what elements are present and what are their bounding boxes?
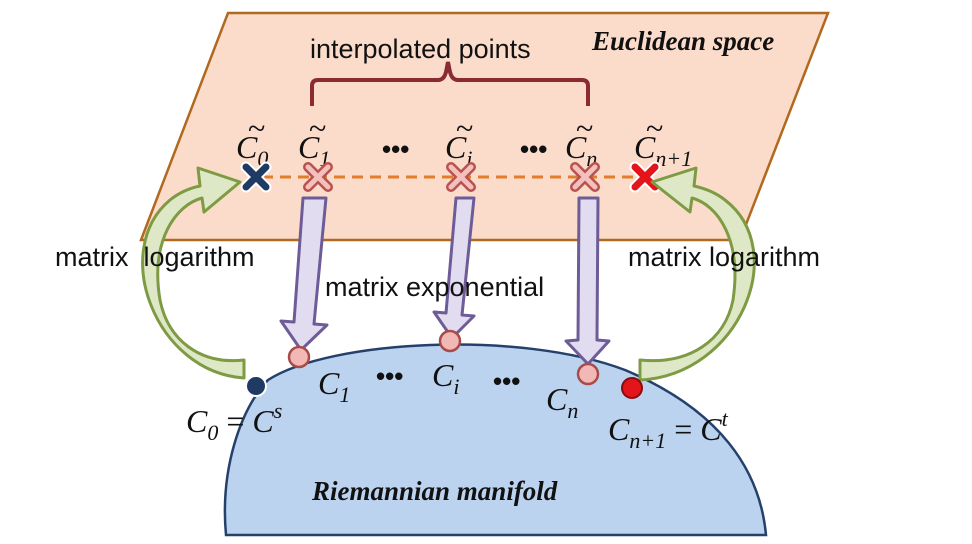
svg-text:Cn: Cn [565, 129, 597, 171]
circle-dot-icon [438, 329, 462, 353]
x-mark-icon [240, 161, 272, 193]
interpolated-bracket [310, 61, 590, 106]
ellipsis-top-right: ••• [520, 134, 547, 164]
x-mark-icon [629, 161, 661, 193]
ellipsis-bottom-right: ••• [493, 366, 520, 396]
svg-text:~: ~ [248, 110, 265, 146]
svg-text:~: ~ [309, 110, 326, 146]
bracket-label: interpolated points [310, 34, 531, 64]
exp-label: matrix exponential [325, 272, 544, 302]
right-arrow-label: matrix logarithm [628, 242, 820, 272]
tilde-label-c1: ~ C1 [298, 110, 330, 171]
x-mark-icon [570, 162, 600, 192]
svg-text:Ci: Ci [445, 129, 472, 171]
svg-text:~: ~ [456, 110, 473, 146]
circle-dot-icon [621, 377, 643, 399]
svg-text:C0: C0 [236, 129, 268, 171]
ellipsis-bottom-left: ••• [376, 361, 403, 391]
right-curved-arrow [638, 166, 756, 382]
manifold-label-cn1: Cn+1 = Ct [608, 406, 729, 453]
euclidean-title: Euclidean space [591, 26, 774, 56]
circle-dot-icon [245, 375, 267, 397]
manifold-label-c1: C1 [318, 365, 350, 407]
ellipsis-top-left: ••• [382, 134, 409, 164]
manifold-label-c0: C0 = Cs [186, 398, 282, 445]
tilde-label-c0: ~ C0 [236, 110, 268, 171]
down-arrow-ci [432, 196, 476, 340]
x-mark-icon [303, 162, 333, 192]
circle-dot-icon [287, 345, 311, 369]
manifold-label-ci: Ci [432, 357, 459, 399]
tilde-label-ci: ~ Ci [445, 110, 473, 171]
x-mark-icon [446, 162, 476, 192]
tilde-label-cn1: ~ Cn+1 [634, 110, 692, 171]
svg-text:~: ~ [646, 110, 663, 146]
left-curved-arrow [141, 166, 246, 380]
manifold-title: Riemannian manifold [311, 476, 558, 506]
svg-text:Cn+1: Cn+1 [634, 129, 692, 171]
tilde-label-cn: ~ Cn [565, 110, 597, 171]
left-arrow-label: matrix logarithm [55, 242, 255, 272]
down-arrow-cn [564, 196, 611, 366]
circle-dot-icon [576, 362, 600, 386]
svg-text:~: ~ [576, 110, 593, 146]
svg-text:C1: C1 [298, 129, 330, 171]
down-arrow-c1 [279, 196, 329, 352]
manifold-label-cn: Cn [546, 381, 578, 423]
